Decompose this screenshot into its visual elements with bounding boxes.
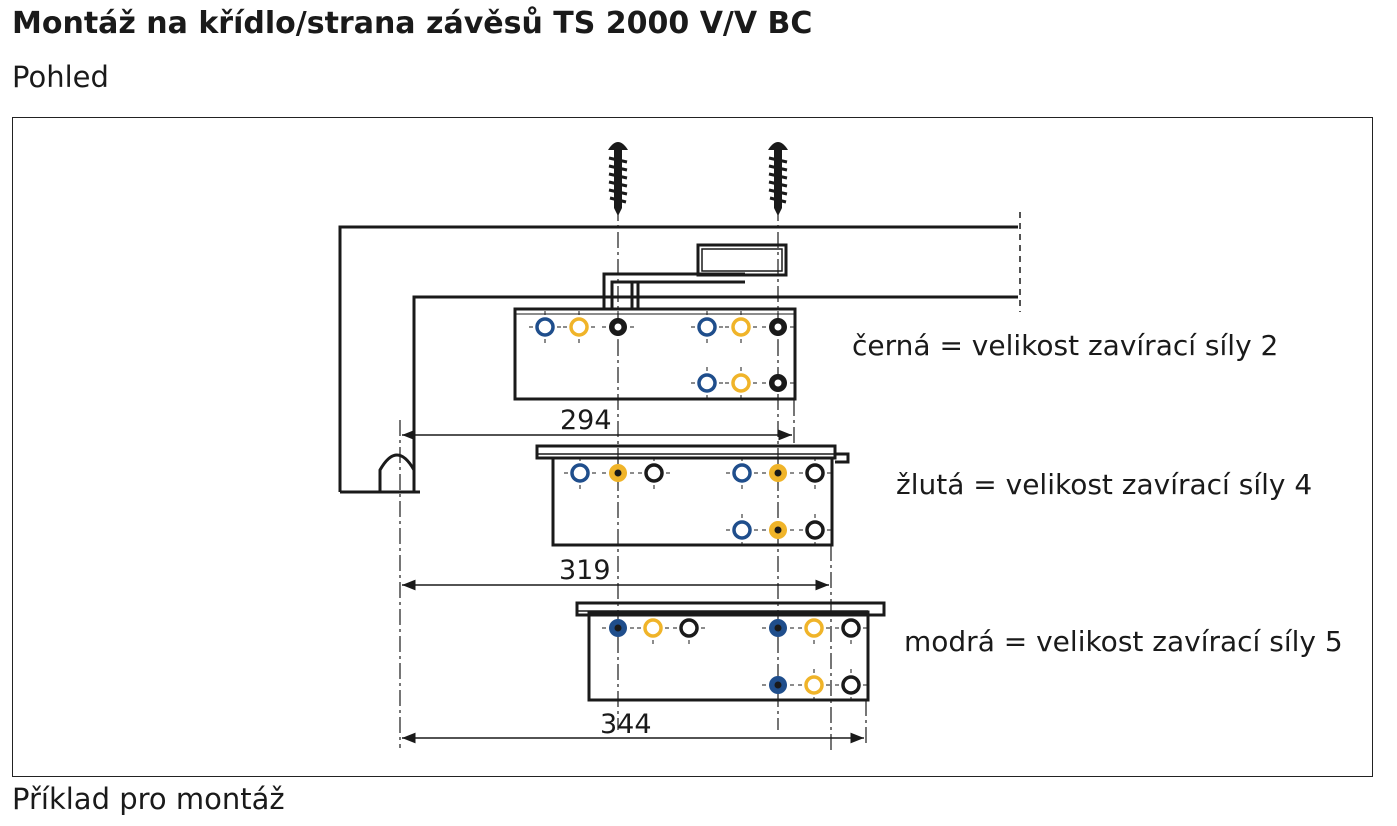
screw-icon bbox=[768, 142, 788, 216]
screw-icon bbox=[608, 142, 628, 216]
legend-yellow: žlutá = velikost zavírací síly 4 bbox=[896, 468, 1312, 501]
blue-hole-icon bbox=[762, 612, 794, 644]
black-hole-icon bbox=[602, 311, 634, 343]
yellow-hole-icon bbox=[798, 669, 830, 701]
closer-body-2 bbox=[535, 444, 850, 547]
hinge-icon bbox=[378, 453, 416, 492]
black-hole-icon bbox=[835, 612, 867, 644]
blue-hole-icon bbox=[726, 514, 758, 546]
figure-caption: Příklad pro montáž bbox=[12, 782, 285, 816]
blue-hole-icon bbox=[564, 457, 596, 489]
yellow-hole-icon bbox=[762, 514, 794, 546]
blue-hole-icon bbox=[602, 612, 634, 644]
page-title: Montáž na křídlo/strana závěsů TS 2000 V… bbox=[12, 6, 813, 41]
view-label: Pohled bbox=[12, 60, 109, 94]
black-hole-icon bbox=[638, 457, 670, 489]
blue-hole-icon bbox=[726, 457, 758, 489]
yellow-hole-icon bbox=[725, 367, 757, 399]
dimension-label-344: 344 bbox=[600, 709, 652, 740]
black-hole-icon bbox=[799, 457, 831, 489]
legend-black: černá = velikost zavírací síly 2 bbox=[852, 329, 1278, 362]
yellow-hole-icon bbox=[725, 311, 757, 343]
drawing-frame bbox=[12, 117, 1373, 777]
dimension-label-294: 294 bbox=[560, 405, 612, 436]
arm-bracket bbox=[602, 243, 788, 310]
black-hole-icon bbox=[762, 367, 794, 399]
blue-hole-icon bbox=[762, 669, 794, 701]
mounting-holes bbox=[529, 311, 867, 701]
closer-body-1 bbox=[513, 307, 797, 401]
yellow-hole-icon bbox=[798, 612, 830, 644]
legend-blue: modrá = velikost zavírací síly 5 bbox=[904, 625, 1343, 658]
center-lines bbox=[617, 205, 779, 730]
blue-hole-icon bbox=[691, 311, 723, 343]
black-hole-icon bbox=[673, 612, 705, 644]
yellow-hole-icon bbox=[602, 457, 634, 489]
dimension-label-319: 319 bbox=[559, 555, 611, 586]
dimension-witness-lines bbox=[399, 400, 867, 752]
blue-hole-icon bbox=[529, 311, 561, 343]
yellow-hole-icon bbox=[762, 457, 794, 489]
black-hole-icon bbox=[762, 311, 794, 343]
yellow-hole-icon bbox=[637, 612, 669, 644]
black-hole-icon bbox=[835, 669, 867, 701]
blue-hole-icon bbox=[691, 367, 723, 399]
closer-body-3 bbox=[575, 601, 886, 702]
black-hole-icon bbox=[799, 514, 831, 546]
yellow-hole-icon bbox=[563, 311, 595, 343]
